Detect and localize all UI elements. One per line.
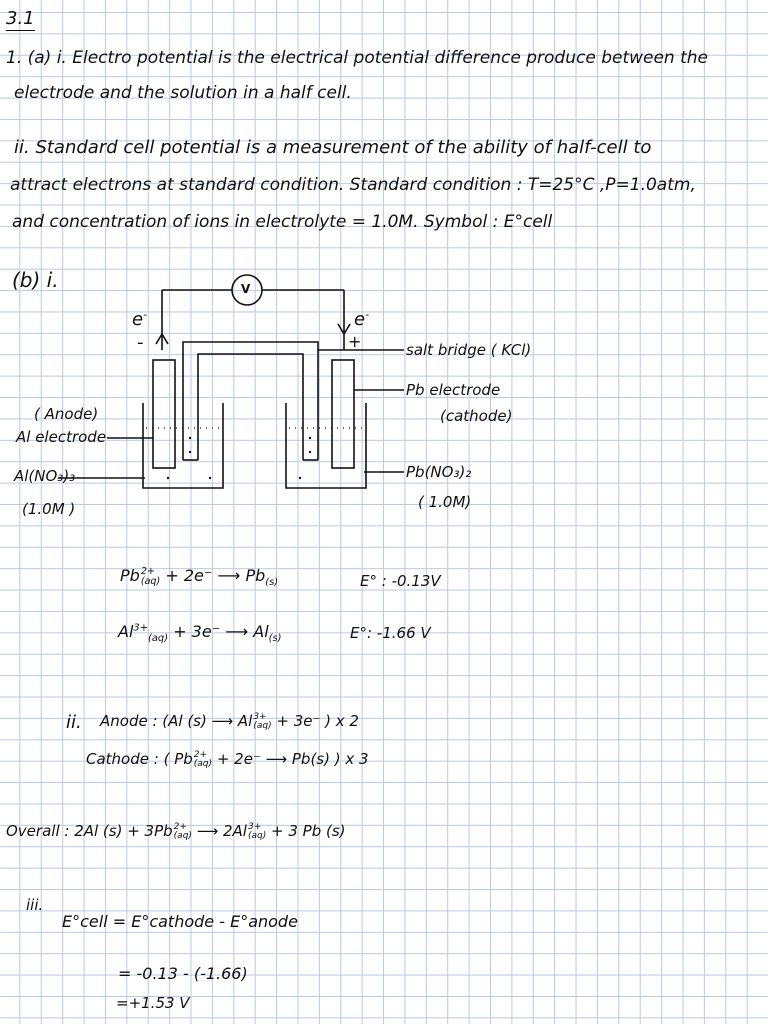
pb-conc-label: ( 1.0M)	[418, 493, 472, 511]
al-conc-label: (1.0M )	[22, 500, 76, 518]
right-beaker	[285, 403, 367, 489]
right-electron-label: e-	[354, 308, 370, 330]
q1a-ii-line1: ii. Standard cell potential is a measure…	[14, 137, 652, 158]
al-solution-label: Al(NO₃)₃	[14, 467, 76, 485]
cell-potential-substitution: = -0.13 - (-1.66)	[118, 964, 248, 983]
right-sign: +	[348, 332, 362, 351]
q1a-i-line1: 1. (a) i. Electro potential is the elect…	[6, 48, 709, 68]
voltmeter-label: V	[241, 282, 251, 296]
cell-potential-formula: E°cell = E°cathode - E°anode	[62, 912, 298, 931]
q1b-label: (b) i.	[12, 268, 59, 292]
salt-bridge-label: salt bridge ( KCl)	[406, 341, 532, 359]
al-electrode	[152, 359, 176, 469]
left-sign: -	[137, 332, 144, 353]
pb-electrode-label: Pb electrode	[406, 381, 501, 399]
e-value-pb: E° : -0.13V	[360, 572, 441, 590]
anode-label: ( Anode)	[34, 405, 99, 423]
cathode-label: (cathode)	[440, 407, 513, 425]
page-heading: 3.1	[6, 8, 35, 31]
pb-solution-label: Pb(NO₃)₂	[406, 463, 472, 481]
q1a-ii-line2: attract electrons at standard condition.…	[10, 175, 696, 195]
al-electrode-label: Al electrode	[16, 428, 107, 446]
left-electron-label: e-	[132, 308, 148, 330]
left-beaker	[142, 403, 224, 489]
q1a-ii-line3: and concentration of ions in electrolyte…	[12, 212, 553, 232]
q1b-ii-label: ii.	[66, 712, 82, 733]
pb-electrode	[331, 359, 355, 469]
q1a-i-line2: electrode and the solution in a half cel…	[14, 83, 352, 103]
voltmeter-circle	[231, 274, 263, 306]
left-electron-arrow	[155, 333, 169, 345]
salt-bridge-inner	[197, 353, 304, 460]
cell-potential-result: =+1.53 V	[116, 994, 190, 1012]
e-value-al: E°: -1.66 V	[350, 624, 431, 642]
q1b-iii-label: iii.	[26, 896, 44, 914]
salt-bridge-outer	[182, 341, 319, 460]
right-electron-arrow	[337, 323, 351, 335]
half-equation-al: Al3+(aq) + 3e⁻ ⟶ Al(s)	[118, 622, 282, 645]
